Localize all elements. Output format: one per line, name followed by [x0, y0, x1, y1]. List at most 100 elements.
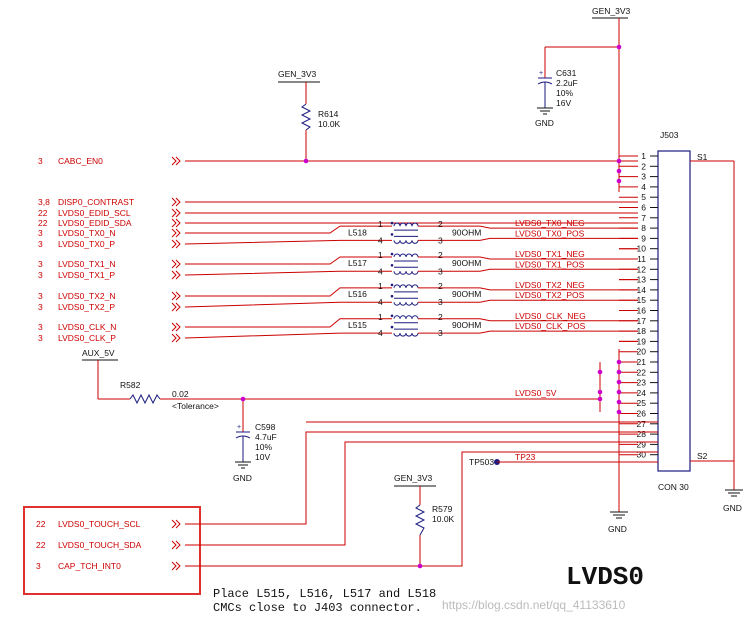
- touch-port-index: 3: [36, 561, 41, 571]
- port-name: LVDS0_TX2_N: [58, 291, 115, 301]
- connector-j503: J503 CON 30 S1 S2 1234567891011121314151…: [619, 130, 743, 513]
- connector-pin-label: 30: [637, 450, 647, 460]
- connector-pin-label: 22: [637, 367, 647, 377]
- port-index: 3: [38, 302, 43, 312]
- junction-dot: [417, 563, 423, 569]
- port-name: LVDS0_TX0_P: [58, 239, 115, 249]
- choke-pin: 2: [438, 312, 443, 322]
- gnd-label-right: GND: [723, 503, 742, 513]
- connector-pin-label: 27: [637, 419, 647, 429]
- port-index: 22: [38, 208, 48, 218]
- aux-5v-supply: AUX_5V R582 0.02 <Tolerance> LVDS0_5V: [82, 348, 600, 411]
- choke-pin: 4: [378, 328, 383, 338]
- c598-tol: 10%: [255, 442, 272, 452]
- choke-net-neg: LVDS0_TX1_NEG: [515, 249, 585, 259]
- connector-pin-label: 17: [637, 316, 647, 326]
- choke-ref: L517: [348, 258, 367, 268]
- j503-s1: S1: [697, 152, 708, 162]
- gen-3v3-top-rail: GEN_3V3: [545, 6, 631, 170]
- r579-value: 10.0K: [432, 514, 455, 524]
- connector-pin-label: 25: [637, 398, 647, 408]
- choke-pin: 4: [378, 266, 383, 276]
- choke-pin: 1: [378, 281, 383, 291]
- junction-dots: [240, 44, 622, 569]
- connector-pins: 1234567891011121314151617181920212223242…: [619, 151, 658, 460]
- junction-dot: [240, 396, 246, 402]
- choke-impedance: 90OHM: [452, 227, 481, 237]
- ground-column: GND: [599, 161, 628, 534]
- port-index: 3,8: [38, 197, 50, 207]
- choke-pin: 2: [438, 219, 443, 229]
- port-name: LVDS0_EDID_SDA: [58, 218, 132, 228]
- junction-dot: [616, 379, 622, 385]
- junction-dot: [616, 168, 622, 174]
- capacitor-c598: + GND C598 4.7uF 10% 10V: [233, 399, 277, 483]
- aux-5v-label: AUX_5V: [82, 348, 115, 358]
- junction-dot: [616, 178, 622, 184]
- touch-port-name: CAP_TCH_INT0: [58, 561, 121, 571]
- connector-pin-label: 14: [637, 285, 647, 295]
- connector-pin-label: 7: [641, 213, 646, 223]
- choke-net-pos: LVDS0_CLK_POS: [515, 321, 586, 331]
- port-index: 3: [38, 322, 43, 332]
- connector-pin-label: 1: [641, 151, 646, 161]
- port-index: 3: [38, 239, 43, 249]
- junction-dot: [616, 399, 622, 405]
- connector-pin-label: 18: [637, 326, 647, 336]
- connector-pin-label: 6: [641, 203, 646, 213]
- choke-impedance: 90OHM: [452, 258, 481, 268]
- port-name: LVDS0_TX1_P: [58, 270, 115, 280]
- connector-pin-label: 4: [641, 182, 646, 192]
- gen-3v3-r614-label: GEN_3V3: [278, 69, 317, 79]
- choke-pin: 3: [438, 266, 443, 276]
- capacitor-c631: + GND C631 2.2uF 10% 16V: [535, 47, 578, 128]
- choke-net-pos: LVDS0_TX0_POS: [515, 228, 585, 238]
- touch-port-name: LVDS0_TOUCH_SCL: [58, 519, 141, 529]
- connector-pin-label: 21: [637, 357, 647, 367]
- r614-ref: R614: [318, 109, 339, 119]
- port-index: 3: [38, 228, 43, 238]
- connector-pin-label: 19: [637, 336, 647, 346]
- choke-net-pos: LVDS0_TX2_POS: [515, 290, 585, 300]
- connector-pin-label: 23: [637, 378, 647, 388]
- r579-ref: R579: [432, 504, 453, 514]
- touch-port-index: 22: [36, 540, 46, 550]
- choke-pin: 4: [378, 297, 383, 307]
- junction-dot: [616, 409, 622, 415]
- choke-net-neg: LVDS0_TX0_NEG: [515, 218, 585, 228]
- choke-pin: 1: [378, 219, 383, 229]
- r614-value: 10.0K: [318, 119, 341, 129]
- choke-net-pos: LVDS0_TX1_POS: [515, 259, 585, 269]
- j503-s2: S2: [697, 451, 708, 461]
- choke-impedance: 90OHM: [452, 289, 481, 299]
- connector-pin-label: 9: [641, 233, 646, 243]
- junction-dot: [616, 44, 622, 50]
- port-index: 3: [38, 270, 43, 280]
- c631-volt: 16V: [556, 98, 571, 108]
- highlight-box: [23, 506, 201, 595]
- port-name: LVDS0_EDID_SCL: [58, 208, 131, 218]
- tp23-net: TP23: [515, 452, 536, 462]
- placement-note-line1: Place L515, L516, L517 and L518: [213, 587, 436, 601]
- port-name: LVDS0_CLK_P: [58, 333, 116, 343]
- gnd-label: GND: [535, 118, 554, 128]
- connector-pin-label: 8: [641, 223, 646, 233]
- port-index: 3: [38, 156, 43, 166]
- connector-pin-label: 24: [637, 388, 647, 398]
- choke-pin: 3: [438, 235, 443, 245]
- port-index: 3: [38, 291, 43, 301]
- choke-ref: L516: [348, 289, 367, 299]
- choke-pin: 2: [438, 281, 443, 291]
- gnd-label-c598: GND: [233, 473, 252, 483]
- choke-pin: 3: [438, 328, 443, 338]
- junction-dot: [303, 158, 309, 164]
- r582-tol: <Tolerance>: [172, 401, 219, 411]
- r582-ref: R582: [120, 380, 141, 390]
- c631-ref: C631: [556, 68, 577, 78]
- connector-pin-label: 5: [641, 192, 646, 202]
- choke-net-neg: LVDS0_TX2_NEG: [515, 280, 585, 290]
- choke-net-neg: LVDS0_CLK_NEG: [515, 311, 586, 321]
